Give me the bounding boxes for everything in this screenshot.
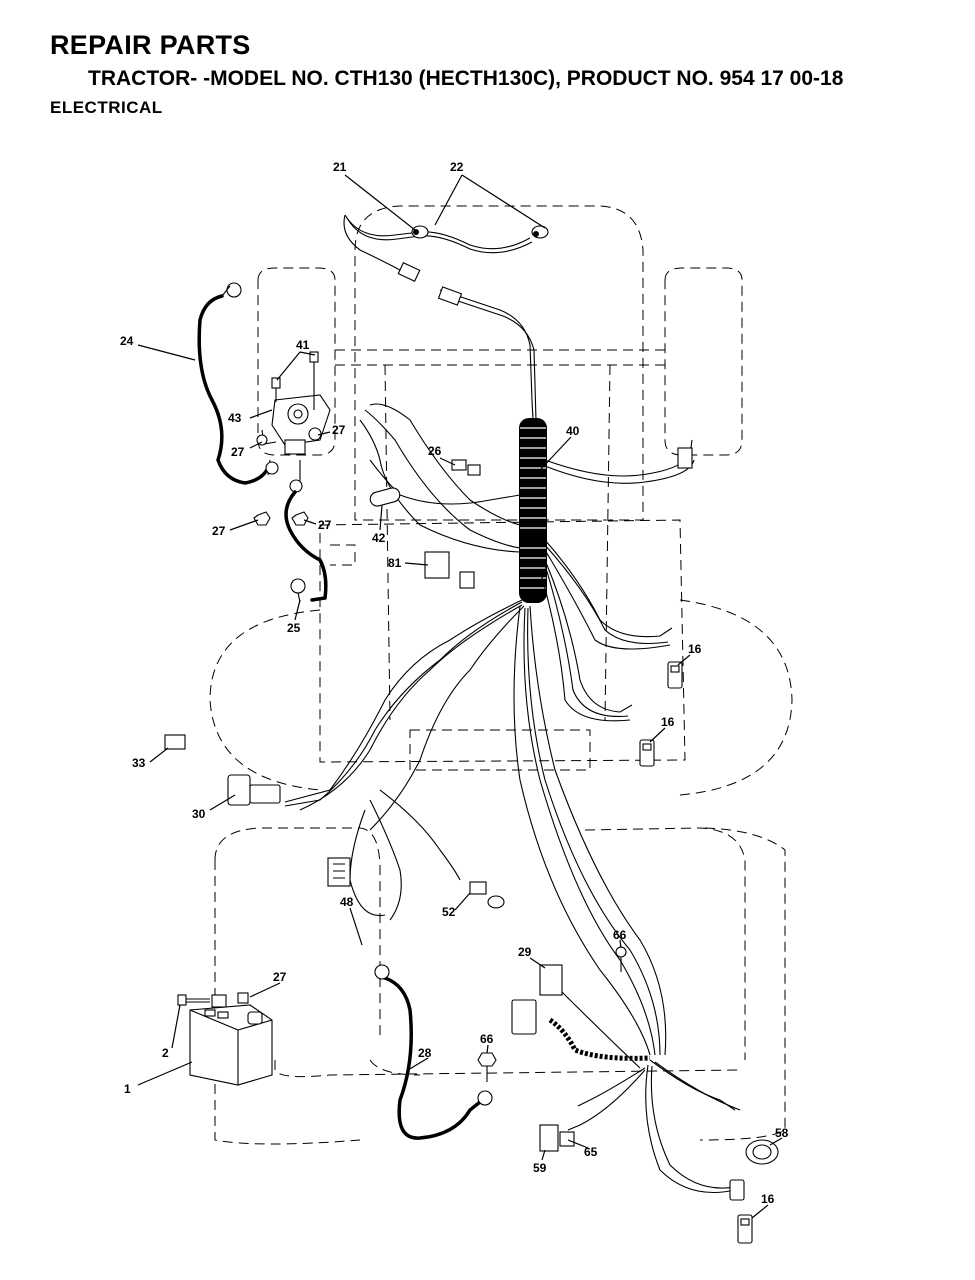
wire-loom-40 bbox=[519, 418, 547, 603]
switch-59-65 bbox=[539, 1124, 575, 1152]
connector-16-lower bbox=[729, 1179, 753, 1244]
callout-81: 81 bbox=[388, 556, 402, 570]
callout-16-upper: 16 bbox=[688, 642, 702, 656]
callout-24: 24 bbox=[120, 334, 134, 348]
callout-66-upper: 66 bbox=[613, 928, 627, 942]
callout-43: 43 bbox=[228, 411, 242, 425]
plug-26 bbox=[451, 459, 481, 476]
connector-16-upper bbox=[667, 661, 683, 689]
switch-33 bbox=[164, 734, 186, 750]
headlight-harness bbox=[343, 214, 549, 421]
callout-26: 26 bbox=[428, 444, 442, 458]
callout-40: 40 bbox=[566, 424, 580, 438]
callout-52: 52 bbox=[442, 905, 456, 919]
callout-41: 41 bbox=[296, 338, 310, 352]
switch-81 bbox=[424, 551, 475, 589]
callout-27-d: 27 bbox=[318, 518, 332, 532]
cable-28 bbox=[374, 964, 493, 1140]
callout-27-a: 27 bbox=[332, 423, 346, 437]
callout-28: 28 bbox=[418, 1046, 432, 1060]
connector-block bbox=[327, 857, 351, 887]
callout-16-lower: 16 bbox=[761, 1192, 775, 1206]
battery bbox=[189, 1004, 273, 1086]
ignition-switch-30 bbox=[227, 774, 281, 806]
callout-66-lower: 66 bbox=[480, 1032, 494, 1046]
callout-21: 21 bbox=[333, 160, 347, 174]
tube-42 bbox=[369, 487, 401, 507]
callout-30: 30 bbox=[192, 807, 206, 821]
leader-lines bbox=[137, 174, 783, 1219]
headlight-left bbox=[411, 225, 429, 239]
callout-29: 29 bbox=[518, 945, 532, 959]
sensor-29 bbox=[511, 964, 563, 1035]
callout-48: 48 bbox=[340, 895, 354, 909]
callout-22: 22 bbox=[450, 160, 464, 174]
callout-42: 42 bbox=[372, 531, 386, 545]
page-title: REPAIR PARTS bbox=[50, 30, 251, 60]
callout-59: 59 bbox=[533, 1161, 547, 1175]
headlight-right bbox=[531, 225, 549, 239]
section-heading: ELECTRICAL bbox=[50, 98, 163, 117]
callout-16-middle: 16 bbox=[661, 715, 675, 729]
screw-66-lower bbox=[477, 1052, 497, 1082]
callout-58: 58 bbox=[775, 1126, 789, 1140]
model-subtitle: TRACTOR- -MODEL NO. CTH130 (HECTH130C), … bbox=[88, 67, 844, 90]
bolt-2 bbox=[177, 992, 249, 1008]
cable-25 bbox=[284, 490, 328, 603]
callout-25: 25 bbox=[287, 621, 301, 635]
main-harness bbox=[284, 403, 741, 1193]
socket-58 bbox=[745, 1139, 779, 1165]
callout-1: 1 bbox=[124, 1082, 131, 1096]
connector-16-middle bbox=[639, 739, 655, 767]
callout-33: 33 bbox=[132, 756, 146, 770]
callout-27-c: 27 bbox=[212, 524, 226, 538]
callout-27-b: 27 bbox=[231, 445, 245, 459]
lamp-52 bbox=[469, 881, 505, 909]
solenoid bbox=[253, 351, 331, 526]
cable-24 bbox=[197, 282, 270, 485]
callout-2: 2 bbox=[162, 1046, 169, 1060]
callout-labels: 21 22 24 41 43 27 27 26 40 27 27 42 81 2… bbox=[120, 160, 789, 1206]
coiled-cord bbox=[548, 1017, 651, 1061]
callout-65: 65 bbox=[584, 1145, 598, 1159]
callout-27-e: 27 bbox=[273, 970, 287, 984]
